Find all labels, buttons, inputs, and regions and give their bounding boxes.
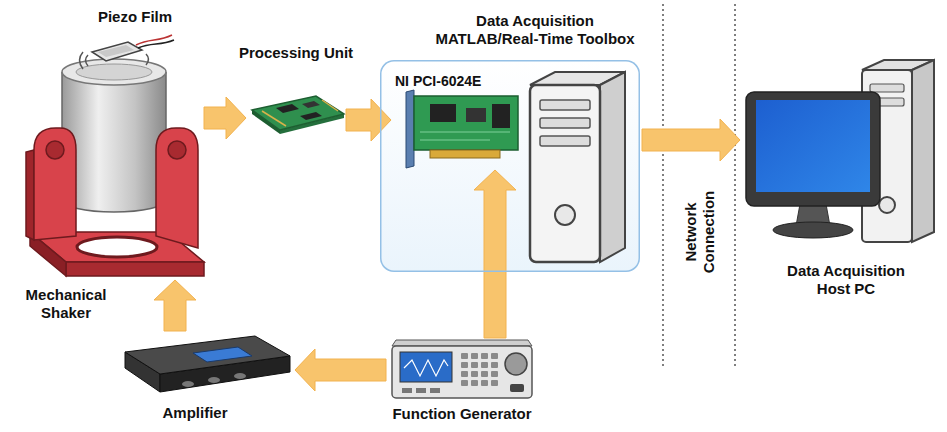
daq-card-part <box>420 132 510 133</box>
node-label: Mechanical Shaker <box>8 286 124 322</box>
network-divider-part <box>662 4 664 366</box>
host-monitor-part <box>756 100 870 192</box>
daq-tower-part <box>540 136 590 146</box>
processing-board-part <box>262 111 286 126</box>
amplifier-device-part <box>182 381 194 387</box>
node-label: NI PCI-6024E <box>395 72 481 90</box>
function-generator-device <box>392 340 532 398</box>
function-generator: Function Generator <box>388 340 538 402</box>
host-monitor <box>746 92 880 238</box>
daq-card-part <box>492 104 510 128</box>
flow-arrow <box>346 99 391 141</box>
amplifier-device <box>125 336 290 392</box>
processing-board-part <box>276 104 299 113</box>
flow-arrow <box>204 97 246 139</box>
shaker-cylinder-part <box>62 59 166 85</box>
flow-arrow <box>154 280 196 331</box>
piezo-film-part <box>146 54 149 65</box>
shaker-bracket-part <box>156 128 198 248</box>
function-generator-device-part <box>430 388 440 393</box>
function-generator-device-part <box>400 352 452 382</box>
amplifier: Amplifier <box>118 333 293 398</box>
flow-arrow <box>642 119 740 161</box>
network-divider <box>663 4 735 366</box>
processing-unit: Processing Unit <box>248 92 344 136</box>
function-generator-device-part <box>392 346 532 398</box>
shaker-cylinder <box>62 59 166 212</box>
node-label: Data Acquisition Host PC <box>776 262 916 298</box>
daq-tower-part <box>540 118 590 128</box>
function-generator-device-part <box>402 388 412 393</box>
piezo-film <box>80 35 175 69</box>
processing-board-part <box>322 100 338 111</box>
flow-arrow <box>474 170 516 338</box>
function-generator-device-part <box>404 360 448 376</box>
function-generator-device-part <box>505 353 527 375</box>
piezo-film-part <box>138 40 174 48</box>
daq-box-ground <box>380 60 640 272</box>
host-tower-part <box>912 60 934 242</box>
node-label: Amplifier <box>145 404 245 422</box>
shaker-bracket-part <box>26 150 34 240</box>
shaker-base-part <box>77 237 157 257</box>
node-label: Function Generator <box>382 405 542 423</box>
amplifier-device-part <box>208 377 220 383</box>
daq-card-part <box>430 150 500 158</box>
network-label: Network Connection <box>682 177 718 287</box>
daq-card-part <box>466 108 486 122</box>
host-pc: Data Acquisition Host PC <box>742 60 936 246</box>
daq-tower-part <box>600 72 625 262</box>
node-label: Piezo Film <box>75 8 195 26</box>
daq-tower <box>530 72 625 262</box>
daq-card: NI PCI-6024E <box>393 70 523 168</box>
processing-board-part <box>300 112 322 120</box>
daq-tower-part <box>555 205 575 225</box>
daq-card <box>406 90 518 168</box>
host-tower-part <box>870 84 904 92</box>
host-monitor-part <box>746 92 880 206</box>
amplifier-device-part <box>193 347 252 362</box>
shaker-bracket-part <box>34 128 76 240</box>
piezo-film: Piezo Film <box>88 36 146 64</box>
node-label: Data Acquisition MATLAB/Real-Time Toolbo… <box>428 12 642 48</box>
function-generator-device-part <box>416 388 426 393</box>
daq-card-part <box>420 140 490 141</box>
daq-card-part <box>414 96 518 150</box>
processing-board <box>252 96 344 134</box>
daq-tower-part <box>540 100 590 110</box>
node-label: Processing Unit <box>226 44 366 62</box>
shaker-base-part <box>66 262 204 276</box>
host-tower-part <box>879 197 895 213</box>
shaker-bracket-part <box>168 141 186 159</box>
piezo-film-part <box>86 55 89 66</box>
processing-board-part <box>302 101 320 108</box>
shaker-bracket <box>26 128 198 248</box>
processing-board-part <box>252 96 344 130</box>
daq-tower-part <box>530 85 600 262</box>
shaker-cylinder-part <box>62 72 166 200</box>
function-generator-device-part <box>392 340 532 346</box>
flow-arrow <box>295 349 386 391</box>
mechanical-shaker: Mechanical Shaker <box>28 56 202 278</box>
piezo-film-part <box>92 42 142 61</box>
shaker-bracket-part <box>46 141 64 159</box>
daq-card-part <box>430 104 456 122</box>
amplifier-device-part <box>125 336 290 374</box>
amplifier-device-part <box>234 373 246 379</box>
host-monitor-part <box>773 222 853 238</box>
daq-box: Data Acquisition MATLAB/Real-Time Toolbo… <box>380 60 640 272</box>
piezo-film-part <box>80 52 84 69</box>
piezo-film-part <box>98 45 134 57</box>
network-divider-part <box>734 4 736 366</box>
function-generator-device-part <box>460 352 500 388</box>
function-generator-device-part <box>510 384 524 392</box>
daq-card-part <box>406 90 414 168</box>
